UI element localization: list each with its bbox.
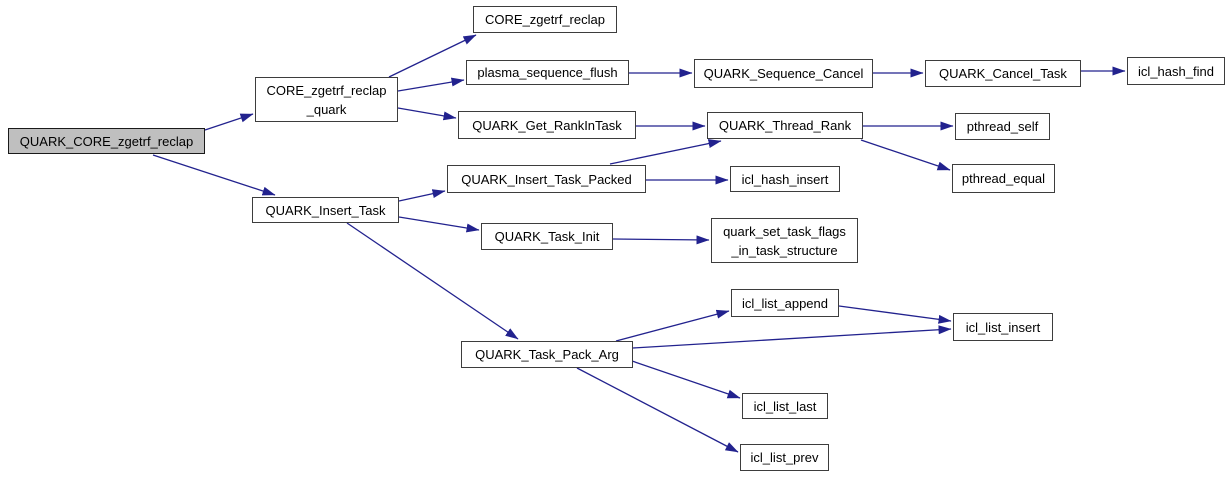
node-label: icl_list_insert [965, 319, 1041, 335]
node-core-zgetrf-reclap[interactable]: CORE_zgetrf_reclap [473, 6, 617, 33]
node-label: pthread_equal [961, 171, 1046, 186]
node-quark-get-rankintask[interactable]: QUARK_Get_RankInTask [458, 111, 636, 139]
node-quark-task-init[interactable]: QUARK_Task_Init [481, 223, 613, 250]
node-label: QUARK_Cancel_Task [939, 66, 1067, 81]
edge-quark-task-init-to-quark-set-task-flags [612, 235, 710, 245]
node-label: QUARK_Task_Pack_Arg [475, 347, 619, 362]
node-label: quark_set_task_flags _in_task_structure [723, 223, 846, 258]
node-label: icl_hash_insert [741, 171, 829, 187]
node-label: QUARK_CORE_zgetrf_reclap [19, 133, 194, 149]
edge-quark-task-pack-arg-to-icl-list-last [631, 360, 741, 399]
edge-quark-thread-rank-to-pthread-equal [860, 139, 951, 171]
node-label: icl_hash_find [1138, 63, 1214, 79]
node-label: QUARK_Sequence_Cancel [703, 66, 864, 81]
edge-quark-insert-task-to-quark-task-pack-arg [346, 222, 519, 340]
node-icl-list-append[interactable]: icl_list_append [731, 289, 839, 317]
node-pthread-equal[interactable]: pthread_equal [952, 164, 1055, 193]
edge-quark-task-pack-arg-to-icl-list-insert [632, 325, 952, 349]
edge-icl-list-append-to-icl-list-insert [838, 305, 952, 324]
node-label: QUARK_Task_Init [494, 229, 600, 244]
edge-core-zgetrf-reclap-quark-to-core-zgetrf-reclap [388, 34, 477, 78]
node-label: icl_list_prev [750, 450, 819, 465]
node-quark-thread-rank[interactable]: QUARK_Thread_Rank [707, 112, 863, 139]
node-pthread-self[interactable]: pthread_self [955, 113, 1050, 140]
node-quark-insert-task-packed[interactable]: QUARK_Insert_Task_Packed [447, 165, 646, 193]
node-label: QUARK_Insert_Task_Packed [461, 171, 632, 187]
node-label: icl_list_last [753, 398, 817, 414]
node-quark-task-pack-arg[interactable]: QUARK_Task_Pack_Arg [461, 341, 633, 368]
node-core-zgetrf-reclap-quark[interactable]: CORE_zgetrf_reclap _quark [255, 77, 398, 122]
node-quark-insert-task[interactable]: QUARK_Insert_Task [252, 197, 399, 223]
edge-core-zgetrf-reclap-quark-to-quark-get-rankintask [397, 107, 457, 121]
edge-quark-insert-task-packed-to-quark-thread-rank [609, 139, 722, 165]
node-label: pthread_self [966, 119, 1039, 134]
node-plasma-sequence-flush[interactable]: plasma_sequence_flush [466, 60, 629, 85]
edge-quark-core-zgetrf-reclap-to-quark-insert-task [152, 154, 276, 196]
edge-quark-task-pack-arg-to-icl-list-append [615, 309, 730, 342]
node-label: icl_list_append [741, 295, 828, 311]
node-quark-core-zgetrf-reclap[interactable]: QUARK_CORE_zgetrf_reclap [8, 128, 205, 154]
node-icl-list-last[interactable]: icl_list_last [742, 393, 828, 419]
node-icl-list-prev[interactable]: icl_list_prev [740, 444, 829, 471]
edge-quark-insert-task-to-quark-task-init [398, 216, 480, 233]
node-label: CORE_zgetrf_reclap [485, 12, 605, 27]
edge-core-zgetrf-reclap-quark-to-plasma-sequence-flush [397, 77, 465, 92]
node-icl-hash-find[interactable]: icl_hash_find [1127, 57, 1225, 85]
node-label: plasma_sequence_flush [477, 65, 618, 80]
edge-quark-core-zgetrf-reclap-to-core-zgetrf-reclap-quark [204, 113, 254, 131]
node-icl-hash-insert[interactable]: icl_hash_insert [730, 166, 840, 192]
node-quark-set-task-flags[interactable]: quark_set_task_flags _in_task_structure [711, 218, 858, 263]
node-label: QUARK_Insert_Task [265, 202, 386, 218]
node-quark-cancel-task[interactable]: QUARK_Cancel_Task [925, 60, 1081, 87]
node-label: QUARK_Thread_Rank [718, 118, 852, 133]
node-icl-list-insert[interactable]: icl_list_insert [953, 313, 1053, 341]
edge-quark-insert-task-to-quark-insert-task-packed [398, 189, 446, 202]
node-label: QUARK_Get_RankInTask [472, 117, 622, 133]
edge-quark-task-pack-arg-to-icl-list-prev [576, 367, 739, 453]
edge-group [152, 34, 1126, 453]
node-label: CORE_zgetrf_reclap _quark [266, 82, 387, 117]
node-quark-sequence-cancel[interactable]: QUARK_Sequence_Cancel [694, 59, 873, 88]
